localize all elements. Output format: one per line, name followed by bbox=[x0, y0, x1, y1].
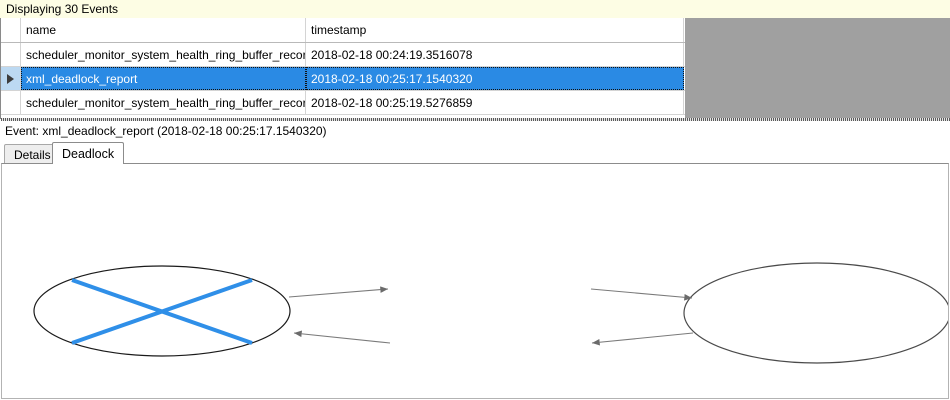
row-selector[interactable] bbox=[1, 67, 21, 90]
tab-details[interactable]: Details bbox=[4, 144, 61, 164]
row-selector[interactable] bbox=[1, 91, 21, 114]
edge-owner-x bbox=[590, 288, 693, 301]
cell-timestamp[interactable]: 2018-02-18 00:25:17.1540320 bbox=[306, 67, 684, 90]
events-count-label: Displaying 30 Events bbox=[6, 2, 119, 16]
deadlock-graph-canvas[interactable]: Server process Id: 86 Server batch Id: 0… bbox=[1, 163, 949, 399]
table-row[interactable]: scheduler_monitor_system_health_ring_buf… bbox=[1, 43, 685, 67]
events-grid[interactable]: name timestamp scheduler_monitor_system_… bbox=[1, 18, 685, 118]
grid-header-row: name timestamp bbox=[1, 18, 685, 43]
cell-timestamp[interactable]: 2018-02-18 00:25:19.5276859 bbox=[306, 91, 684, 114]
row-selector[interactable] bbox=[1, 43, 21, 66]
deadlock-graph-svg bbox=[33, 262, 948, 364]
victim-cross-line-2 bbox=[71, 278, 253, 345]
edge-owner-s bbox=[293, 330, 391, 344]
tab-strip: Details Deadlock bbox=[0, 142, 950, 164]
column-header-name[interactable]: name bbox=[21, 18, 306, 42]
grid-horizontal-scrollbar[interactable] bbox=[1, 118, 950, 121]
header-selector-cell bbox=[1, 18, 21, 42]
column-header-timestamp[interactable]: timestamp bbox=[306, 18, 684, 42]
tab-deadlock[interactable]: Deadlock bbox=[52, 142, 125, 164]
edge-request-s bbox=[288, 286, 389, 298]
play-triangle-icon bbox=[7, 73, 14, 84]
event-title: Event: xml_deadlock_report (2018-02-18 0… bbox=[0, 121, 950, 141]
edge-request-x bbox=[591, 332, 694, 346]
table-row[interactable]: scheduler_monitor_system_health_ring_buf… bbox=[1, 91, 685, 115]
events-banner: Displaying 30 Events bbox=[0, 0, 950, 19]
process-node-left bbox=[33, 265, 291, 357]
cell-timestamp[interactable]: 2018-02-18 00:24:19.3516078 bbox=[306, 43, 684, 66]
events-grid-area: name timestamp scheduler_monitor_system_… bbox=[0, 18, 950, 121]
cell-name[interactable]: scheduler_monitor_system_health_ring_buf… bbox=[21, 43, 306, 66]
cell-name[interactable]: scheduler_monitor_system_health_ring_buf… bbox=[21, 91, 306, 114]
cell-name[interactable]: xml_deadlock_report bbox=[21, 67, 306, 90]
table-row-selected[interactable]: xml_deadlock_report 2018-02-18 00:25:17.… bbox=[1, 67, 685, 91]
process-node-right bbox=[683, 262, 948, 364]
